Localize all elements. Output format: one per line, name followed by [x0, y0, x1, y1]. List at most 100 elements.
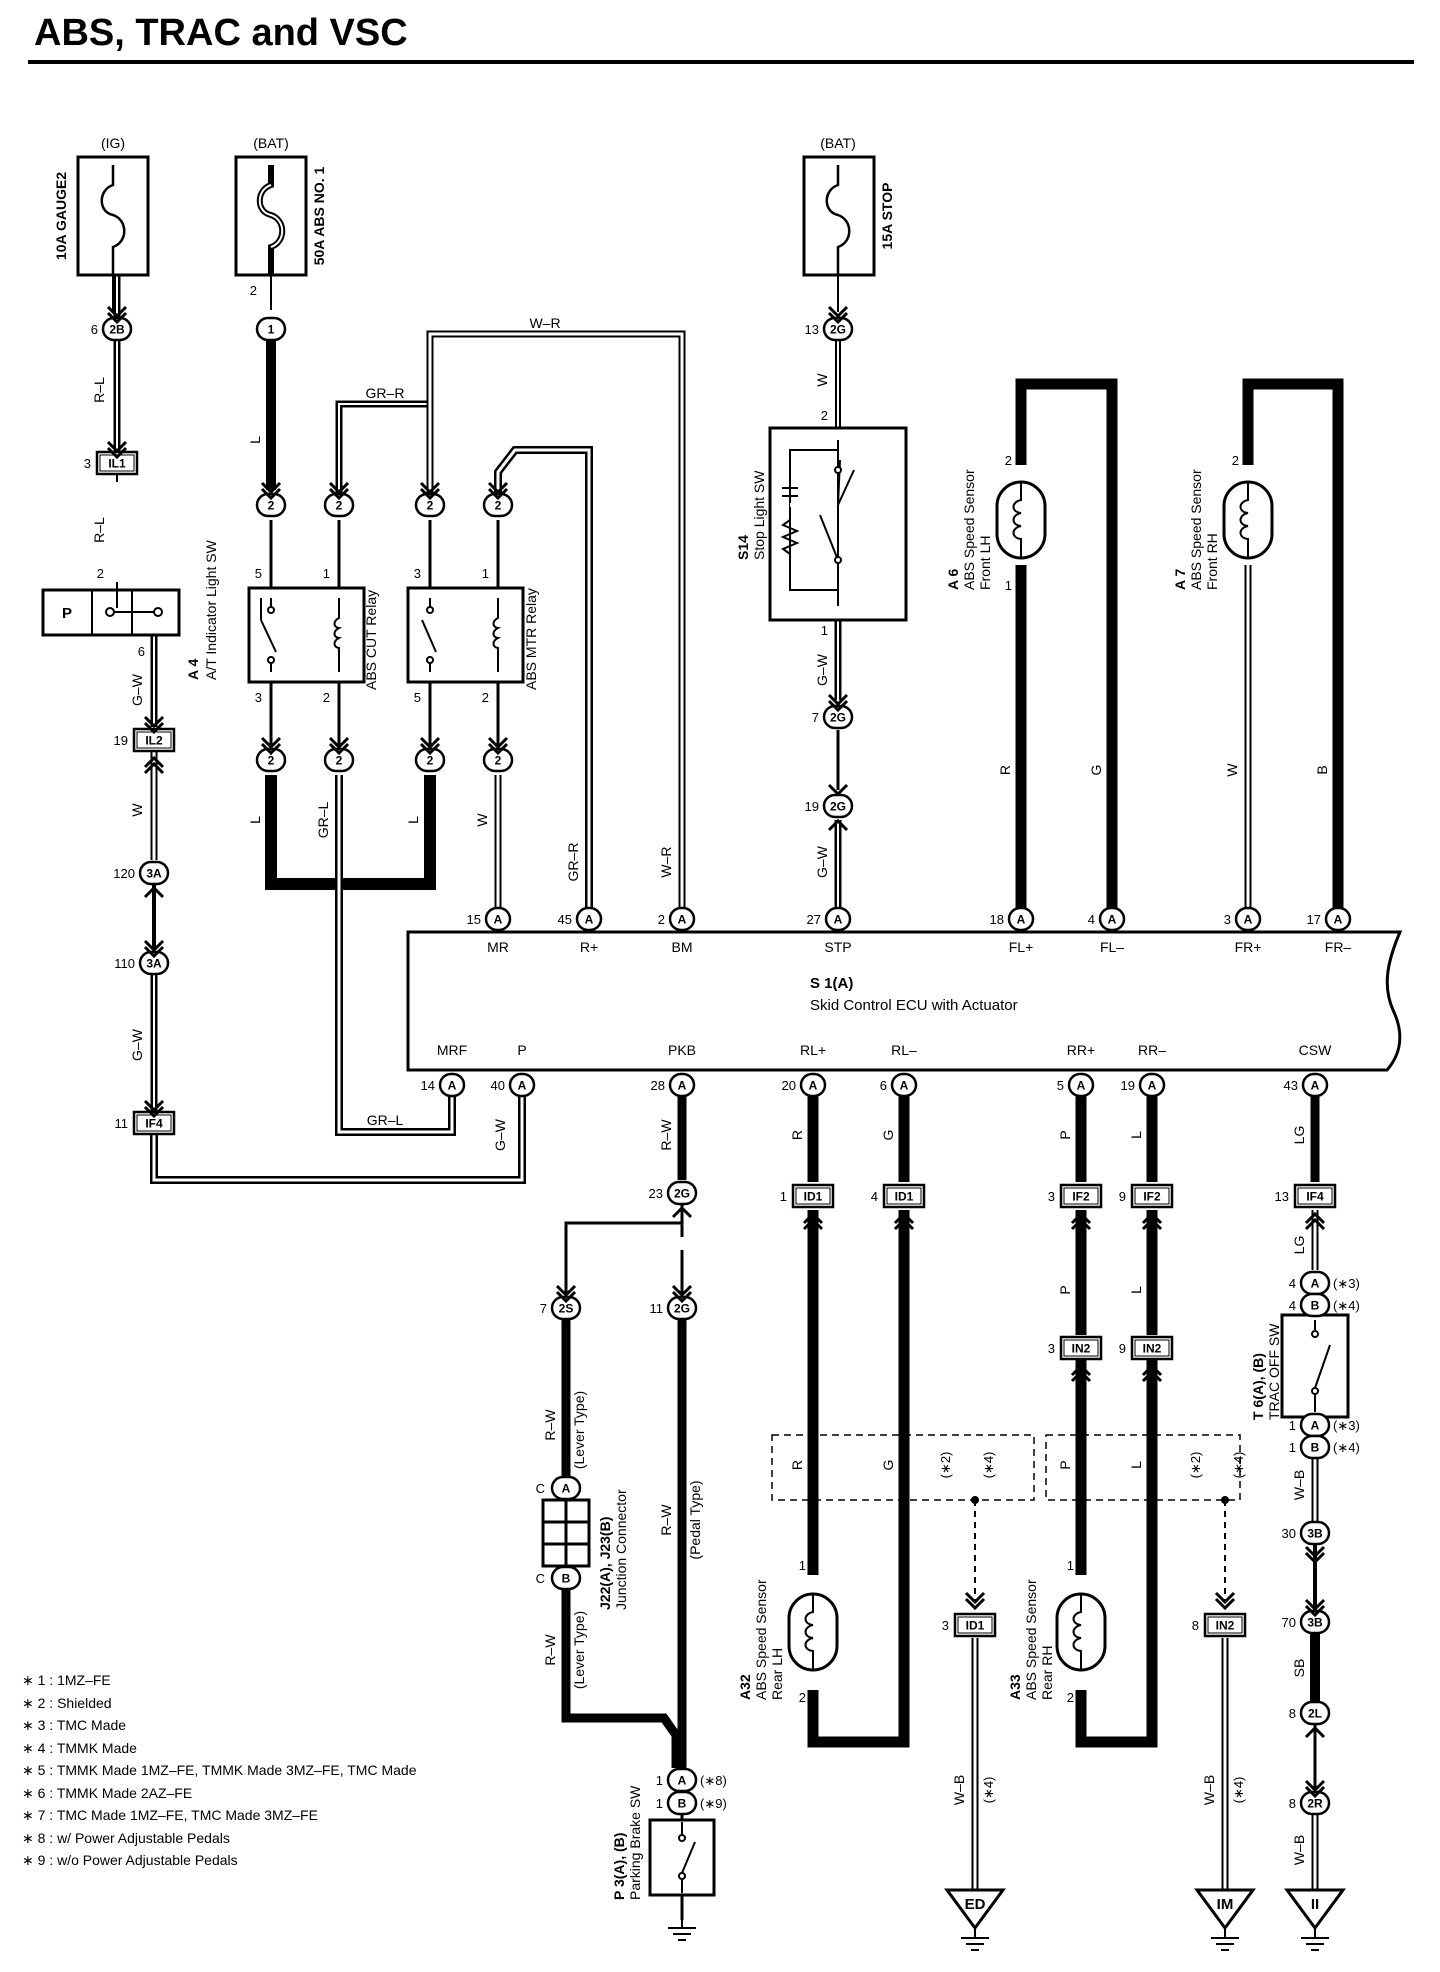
ecu-pin-letter: A — [494, 913, 503, 927]
j22-id: J22(A), J23(B) — [597, 1517, 613, 1610]
wire-color-label: GR–R — [366, 385, 405, 401]
pin-number: 8 — [1289, 1796, 1296, 1811]
ecu-pin-number: 5 — [1057, 1078, 1064, 1093]
lever-type-bottom: (Lever Type) — [571, 1611, 587, 1689]
pin-number: 1 — [821, 623, 828, 638]
a6-id: A 6 — [945, 569, 961, 590]
footnote: ∗ 3 : TMC Made — [22, 1717, 127, 1733]
pin-number: 19 — [114, 733, 128, 748]
ecu-pin-number: 4 — [1088, 912, 1095, 927]
ecu-pin-number: 15 — [467, 912, 481, 927]
wire-color-label: W — [129, 803, 145, 817]
mark: (∗3) — [1333, 1418, 1360, 1433]
junction-pin-c: C — [536, 1481, 545, 1496]
connector-badge-label: B — [678, 1797, 687, 1811]
pin-number: 110 — [114, 956, 135, 971]
ground-triangle — [1284, 1888, 1346, 1931]
pin-number: 13 — [1275, 1189, 1289, 1204]
wire-color-label: G–W — [814, 653, 830, 686]
connector-badge — [101, 316, 133, 342]
ecu-pin-number: 6 — [880, 1078, 887, 1093]
pedal-type: (Pedal Type) — [687, 1480, 703, 1559]
connector-badge — [550, 1565, 582, 1591]
fuse-source-bat: (BAT) — [253, 135, 289, 151]
wire-color-label: L — [247, 436, 263, 444]
mark: (∗3) — [1333, 1276, 1360, 1291]
abs-cut-relay — [247, 586, 366, 684]
pin-number: 2 — [482, 690, 489, 705]
pin-number: 6 — [138, 644, 145, 659]
wire-color-label: G–W — [129, 1028, 145, 1061]
ecu-terminal-bottom: RL– — [891, 1042, 917, 1058]
a6-line2: Front LH — [977, 536, 993, 590]
pin-number: 1 — [482, 566, 489, 581]
wire-grr-mtr — [494, 446, 593, 917]
connector-badge — [1299, 1790, 1331, 1816]
ecu-id: S 1(A) — [810, 975, 853, 992]
p3-id: P 3(A), (B) — [611, 1833, 627, 1900]
ecu-pin-badge — [890, 1072, 918, 1098]
wire-color-label: R–L — [91, 377, 107, 403]
connector-badge-label: 2G — [830, 711, 846, 725]
ecu-pin-badge — [1324, 906, 1352, 932]
ecu-pin-badge — [1138, 1072, 1166, 1098]
connector-badge — [255, 747, 287, 773]
connector-box — [132, 1110, 176, 1136]
ground-triangle — [1194, 1888, 1256, 1931]
wire-gw-p — [150, 1087, 526, 1184]
footnote: ∗ 8 : w/ Power Adjustable Pedals — [22, 1829, 230, 1846]
wire-color-label: W–B — [1291, 1470, 1307, 1500]
pin-number: 2 — [799, 1690, 806, 1705]
wire-color-label: G–W — [814, 845, 830, 878]
wire-color-label: G — [1088, 765, 1104, 776]
wires — [113, 255, 1344, 1920]
connector-badge-label: 3B — [1307, 1616, 1323, 1630]
footnote: ∗ 6 : TMMK Made 2AZ–FE — [22, 1784, 193, 1801]
ecu-terminal-bottom: CSW — [1299, 1042, 1332, 1058]
ecu-pin-letter: A — [678, 1079, 687, 1093]
ecu-terminal-bottom: RR– — [1138, 1042, 1166, 1058]
t6-name: TRAC OFF SW — [1266, 1323, 1282, 1420]
wire-color-label: L — [405, 816, 421, 824]
wire-g-fl — [1015, 378, 1118, 917]
connector-badge-label: 2 — [495, 499, 502, 513]
ecu-pin-letter: A — [1311, 1079, 1320, 1093]
wire-color-label: G — [880, 1460, 896, 1471]
pin-number: 2 — [97, 566, 104, 581]
footnote: ∗ 4 : TMMK Made — [22, 1739, 137, 1756]
ecu-terminal-top: STP — [824, 939, 851, 955]
wire-color-label: R — [997, 765, 1013, 775]
wire-color-label: LG — [1291, 1236, 1307, 1255]
fuse-abs-no1 — [234, 155, 308, 310]
ecu-terminal-top: R+ — [580, 939, 598, 955]
ecu-pin-badge — [1234, 906, 1262, 932]
ecu-name: Skid Control ECU with Actuator — [810, 997, 1018, 1014]
mark: (∗4) — [981, 1777, 996, 1804]
wire-color-label: R — [789, 1130, 805, 1140]
connector-box-label: IF2 — [1143, 1190, 1161, 1204]
a4-position-p: P — [62, 605, 72, 622]
mark: (∗4) — [1333, 1298, 1360, 1313]
connector-badge-label: 2 — [336, 499, 343, 513]
connector-box-label: ID1 — [804, 1190, 823, 1204]
connector-badge — [323, 492, 355, 518]
ground-label: ED — [965, 1896, 986, 1913]
connector-badge — [482, 747, 514, 773]
ecu-terminal-top: BM — [672, 939, 693, 955]
pin-number: 9 — [1119, 1189, 1126, 1204]
connector-badge-label: A — [562, 1482, 571, 1496]
connector-badge — [255, 492, 287, 518]
speed-sensor-coil — [1012, 482, 1022, 558]
pin-number: 1 — [1289, 1440, 1296, 1455]
a4-switch — [41, 582, 181, 637]
connector-badge-label: A — [678, 1774, 687, 1788]
connector-badge-label: 2 — [268, 754, 275, 768]
wire-color-label: SB — [1291, 1659, 1307, 1678]
wire-wr — [426, 330, 686, 917]
connector-badge-label: 3A — [146, 867, 162, 881]
connector-badge — [1299, 1520, 1331, 1546]
connector-box-label: ID1 — [895, 1190, 914, 1204]
wire-color-label: P — [1057, 1130, 1073, 1139]
